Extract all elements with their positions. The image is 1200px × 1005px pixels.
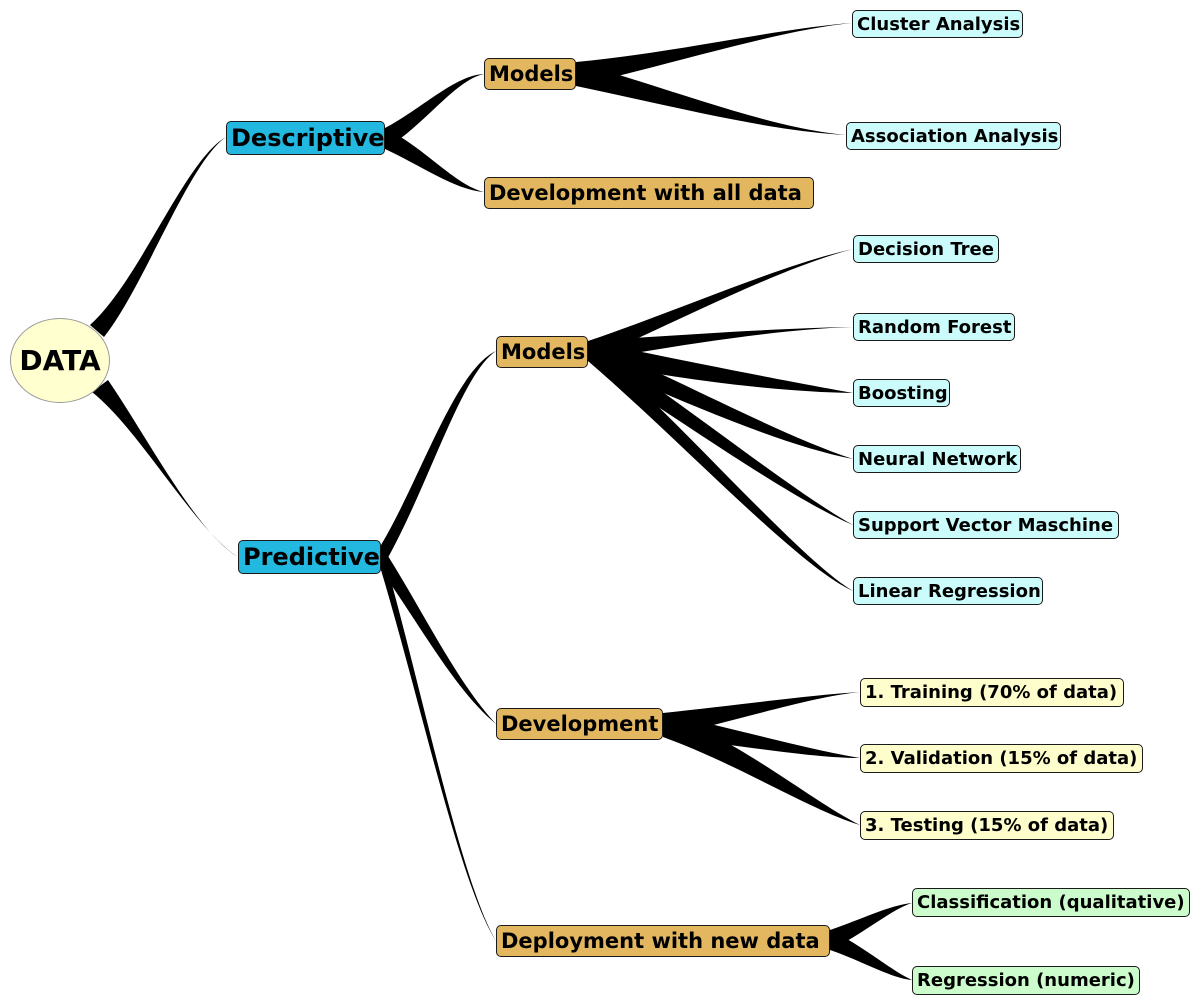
node-predictive[interactable]: Predictive [238,540,381,574]
branch-pmodels-svm [588,341,853,525]
leaf-regression[interactable]: Regression (numeric) [912,966,1140,995]
branch-root-descriptive [90,137,226,337]
node-descriptive-models[interactable]: Models [484,58,576,90]
node-development[interactable]: Development [496,708,663,740]
branch-pmodels-linear-regression [588,341,853,591]
node-predictive-models[interactable]: Models [496,336,588,368]
leaf-cluster-analysis[interactable]: Cluster Analysis [852,10,1023,38]
branch-descriptive-development [385,128,484,192]
leaf-decision-tree[interactable]: Decision Tree [853,235,999,263]
node-development-all-data[interactable]: Development with all data [484,177,814,209]
leaf-support-vector-maschine[interactable]: Support Vector Maschine [853,511,1119,539]
leaf-validation[interactable]: 2. Validation (15% of data) [860,744,1143,773]
branch-descriptive-models [385,74,484,149]
node-descriptive[interactable]: Descriptive [226,121,385,155]
leaf-linear-regression[interactable]: Linear Regression [853,577,1043,605]
leaf-classification[interactable]: Classification (qualitative) [912,888,1190,917]
leaf-neural-network[interactable]: Neural Network [853,445,1021,473]
leaf-boosting[interactable]: Boosting [853,379,950,407]
branch-predictive-development [381,545,496,724]
leaf-testing[interactable]: 3. Testing (15% of data) [860,811,1114,840]
node-deployment-new-data[interactable]: Deployment with new data [496,925,830,957]
branch-predictive-models [381,351,496,570]
branch-deploy-regression [830,930,912,980]
leaf-association-analysis[interactable]: Association Analysis [846,122,1061,150]
branch-deploy-classification [830,903,912,950]
branch-pmodels-random-forest [588,327,853,361]
branch-pmodels-neural-network [588,341,853,459]
root-node[interactable]: DATA [10,318,110,403]
leaf-random-forest[interactable]: Random Forest [853,313,1015,341]
leaf-training[interactable]: 1. Training (70% of data) [860,678,1124,707]
branch-dev-testing [663,713,860,825]
branch-predictive-deployment [381,545,496,941]
branch-root-predictive [92,380,238,557]
branch-dev-training [663,692,860,737]
